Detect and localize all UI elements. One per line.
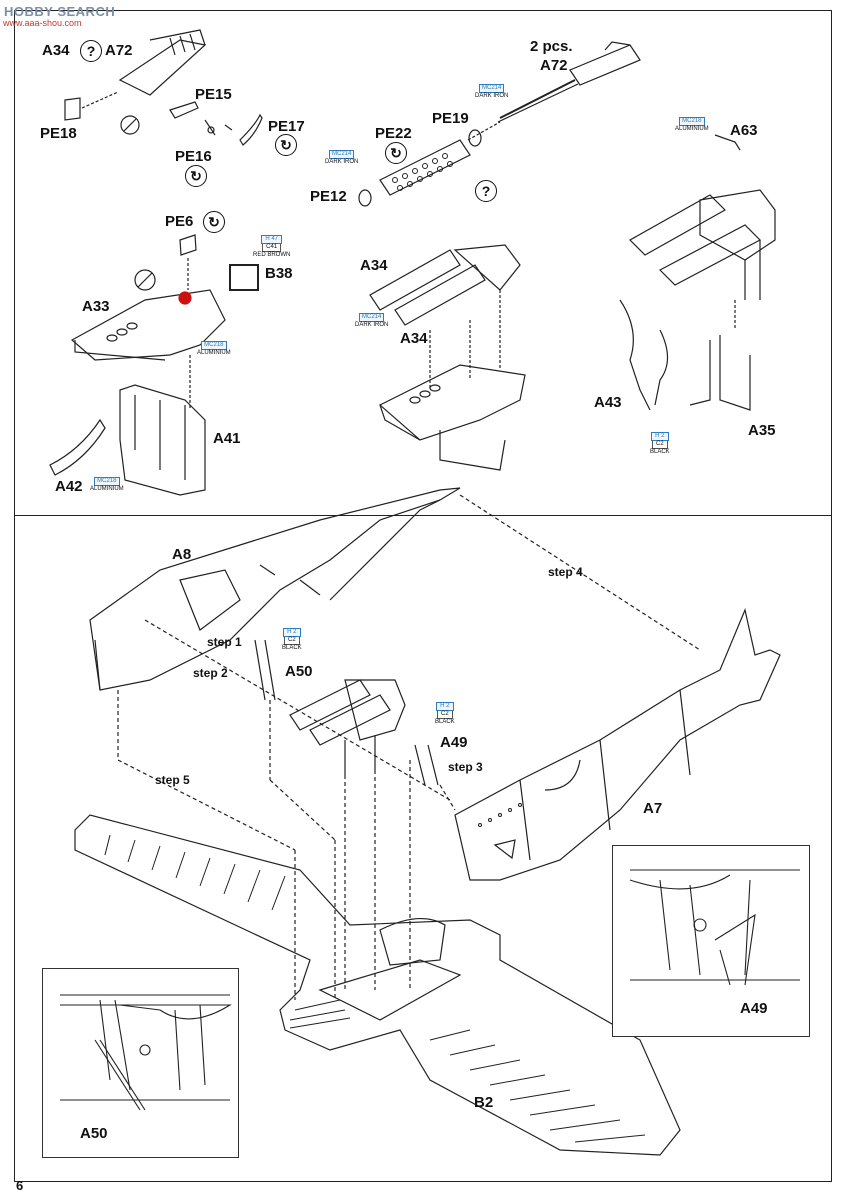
paint-callout-h2: H 2 C2 BLACK	[282, 628, 302, 651]
label-a63: A63	[730, 122, 758, 139]
label-a34-top: A34	[42, 42, 70, 59]
page-border	[14, 10, 832, 1182]
inset-detail-a49	[612, 845, 810, 1037]
paint-callout-mc214: MC214 DARK IRON	[355, 313, 389, 328]
inset-detail-a50	[42, 968, 239, 1158]
watermark-url: www.aaa-shou.com	[3, 18, 82, 28]
section-divider	[14, 515, 832, 516]
label-pe18: PE18	[40, 125, 77, 142]
label-a35: A35	[748, 422, 776, 439]
paint-callout-mc214: MC214 DARK IRON	[325, 150, 359, 165]
label-pe22: PE22	[375, 125, 412, 142]
bend-icon: ↻	[185, 165, 207, 187]
label-a50: A50	[285, 663, 313, 680]
step-2-label: step 2	[193, 666, 228, 680]
step-5-label: step 5	[155, 773, 190, 787]
label-a34-mid-2: A34	[400, 330, 428, 347]
label-b2: B2	[474, 1094, 494, 1111]
label-a34-mid-1: A34	[360, 257, 388, 274]
label-two-pcs: 2 pcs.	[530, 38, 573, 55]
paint-callout-mc218: MC218 ALUMINIUM	[90, 477, 124, 492]
step-4-label: step 4	[548, 565, 583, 579]
bend-icon: ↻	[385, 142, 407, 164]
watermark: HOBBY SEARCH	[4, 4, 116, 19]
label-a50-inset: A50	[80, 1125, 108, 1142]
paint-callout-mc214: MC214 DARK IRON	[475, 84, 509, 99]
paint-callout-h47: H 47 C41 RED BROWN	[253, 235, 291, 258]
label-a49: A49	[440, 734, 468, 751]
label-a42: A42	[55, 478, 83, 495]
paint-callout-h2: H 2 C2 BLACK	[650, 432, 670, 455]
paint-callout-mc218: MC218 ALUMINIUM	[197, 341, 231, 356]
label-a72-right: A72	[540, 57, 568, 74]
question-icon: ?	[80, 40, 102, 62]
label-a33: A33	[82, 298, 110, 315]
label-a49-inset: A49	[740, 1000, 768, 1017]
label-a43: A43	[594, 394, 622, 411]
label-pe15: PE15	[195, 86, 232, 103]
step-1-label: step 1	[207, 635, 242, 649]
label-a72-top: A72	[105, 42, 133, 59]
label-pe16: PE16	[175, 148, 212, 165]
paint-callout-mc218: MC218 ALUMINIUM	[675, 117, 709, 132]
label-pe6: PE6	[165, 213, 194, 230]
label-b38: B38	[265, 265, 293, 282]
bend-icon: ↻	[275, 134, 297, 156]
label-a7: A7	[643, 800, 663, 817]
label-pe12: PE12	[310, 188, 347, 205]
label-pe19: PE19	[432, 110, 469, 127]
label-a41: A41	[213, 430, 241, 447]
label-a8: A8	[172, 546, 192, 563]
paint-callout-h2: H 2 C2 BLACK	[435, 702, 455, 725]
step-3-label: step 3	[448, 760, 483, 774]
question-icon: ?	[475, 180, 497, 202]
bend-icon: ↻	[203, 211, 225, 233]
page-number: 6	[16, 1178, 24, 1193]
label-pe17: PE17	[268, 118, 305, 135]
